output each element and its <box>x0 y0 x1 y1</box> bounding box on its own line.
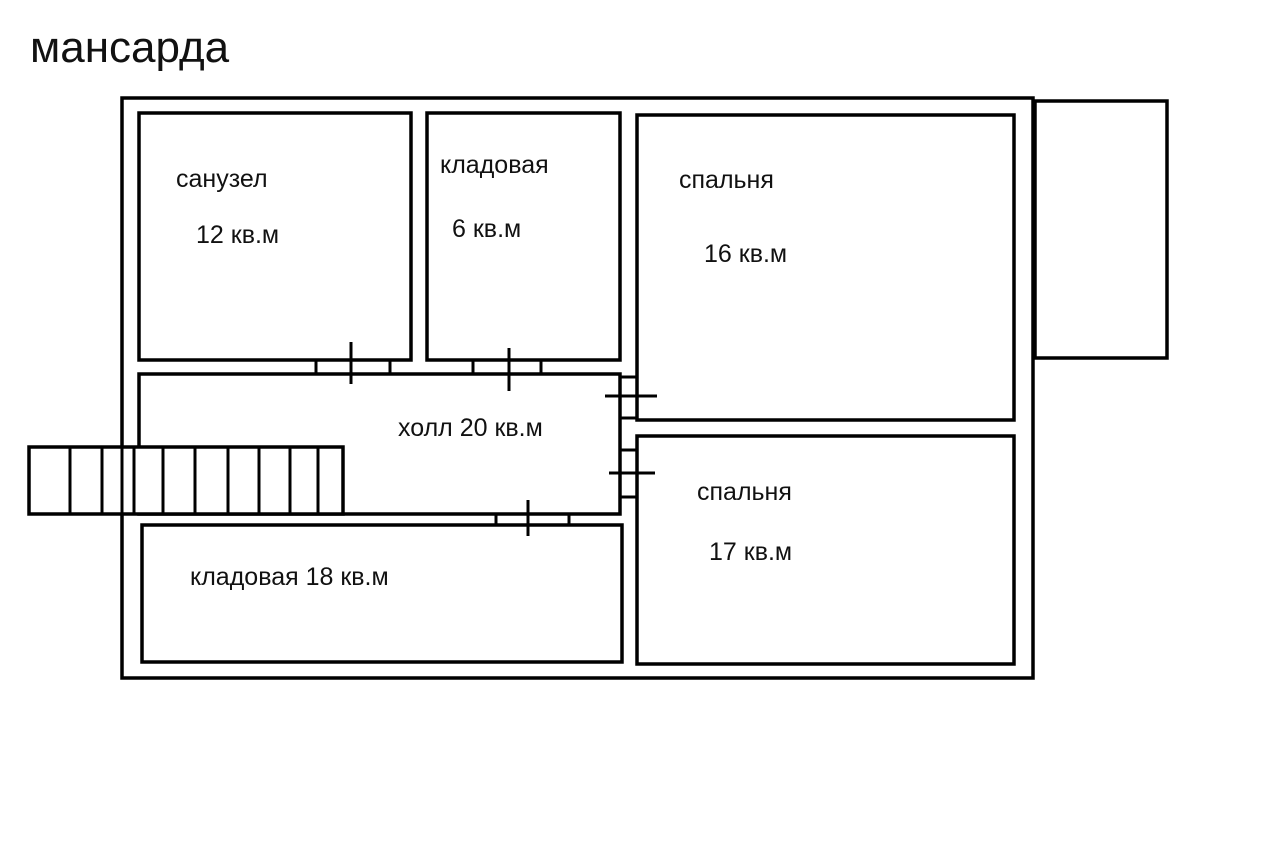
room-bedroom-2 <box>635 434 1016 666</box>
outer-wall <box>120 96 1035 680</box>
storage-large-label: кладовая 18 кв.м <box>190 563 389 591</box>
bedroom-1-area: 16 кв.м <box>704 240 787 268</box>
bathroom-area: 12 кв.м <box>196 221 279 249</box>
doors <box>314 342 657 536</box>
plan-title: мансарда <box>30 23 230 72</box>
room-hall <box>137 372 622 516</box>
room-storage-large <box>140 523 624 664</box>
bathroom-name: санузел <box>176 165 268 193</box>
room-storage-small <box>425 111 622 362</box>
bedroom-2-area: 17 кв.м <box>709 538 792 566</box>
bedroom-1-name: спальня <box>679 166 774 194</box>
annex <box>1033 99 1169 360</box>
storage-small-name: кладовая <box>440 151 549 179</box>
room-bathroom <box>137 111 413 362</box>
storage-small-area: 6 кв.м <box>452 215 521 243</box>
bedroom-2-name: спальня <box>697 478 792 506</box>
room-bedroom-1 <box>635 113 1016 422</box>
hall-label: холл 20 кв.м <box>398 414 543 442</box>
staircase <box>27 440 345 520</box>
